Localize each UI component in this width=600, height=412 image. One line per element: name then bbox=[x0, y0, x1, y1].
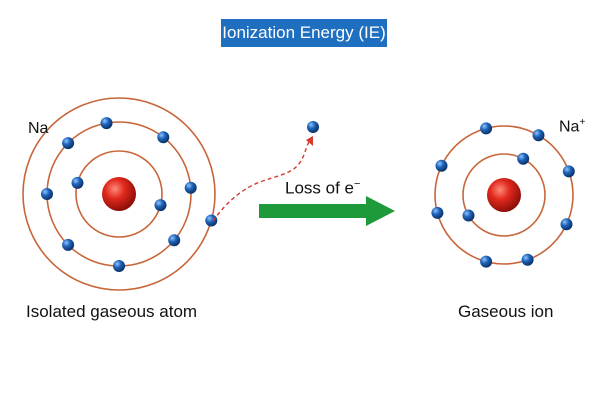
ion-symbol: Na bbox=[559, 118, 580, 136]
ion-electron-middle-1 bbox=[480, 122, 493, 135]
ion-nucleus bbox=[487, 178, 521, 212]
process-label-charge: − bbox=[354, 178, 361, 190]
ejected-electron bbox=[307, 121, 319, 133]
title: Ionization Energy (IE) bbox=[222, 23, 386, 42]
atom-orbit-inner bbox=[75, 150, 163, 238]
process-label: Loss of e− bbox=[285, 178, 360, 199]
atom-caption: Isolated gaseous atom bbox=[26, 302, 198, 321]
atom-electron-inner-2 bbox=[71, 176, 84, 189]
electron-path-arrowhead-icon bbox=[306, 136, 313, 146]
atom-electron-middle-2 bbox=[157, 131, 170, 144]
ion-caption: Gaseous ion bbox=[458, 302, 554, 321]
ion-electron-middle-6 bbox=[480, 255, 493, 268]
ion-electrons bbox=[431, 122, 575, 268]
ion-orbit-inner bbox=[462, 153, 546, 237]
atom-electron-middle-4 bbox=[168, 234, 181, 247]
electron-path bbox=[212, 139, 311, 222]
title-badge: Ionization Energy (IE) bbox=[221, 19, 387, 47]
atom-nucleus bbox=[102, 177, 136, 211]
atom-electron-inner-1 bbox=[154, 199, 167, 212]
ion-symbol-group: Na+ bbox=[559, 117, 585, 136]
ion-orbits bbox=[434, 125, 574, 265]
right-arrow-icon bbox=[259, 196, 395, 226]
ion-electron-middle-2 bbox=[532, 129, 545, 142]
atom-electron-middle-5 bbox=[113, 260, 125, 272]
atom-electrons bbox=[41, 117, 218, 272]
atom-electron-middle-8 bbox=[62, 137, 75, 150]
atom-symbol: Na bbox=[28, 120, 49, 137]
atom-orbit-outer bbox=[22, 97, 216, 291]
atom-electron-outer-1 bbox=[205, 214, 218, 227]
ion-electron-inner-1 bbox=[517, 152, 530, 165]
atom-electron-middle-7 bbox=[41, 188, 53, 200]
ion-electron-middle-3 bbox=[562, 165, 575, 178]
ion-orbit-middle bbox=[434, 125, 574, 265]
atom-electron-middle-6 bbox=[62, 238, 75, 251]
ion-electron-middle-4 bbox=[560, 218, 573, 231]
ion-electron-middle-7 bbox=[431, 206, 444, 219]
ion-charge: + bbox=[579, 117, 586, 128]
atom-electron-middle-3 bbox=[184, 181, 197, 194]
ion-electron-middle-5 bbox=[521, 253, 534, 266]
ion-electron-inner-2 bbox=[462, 209, 475, 222]
ion-electron-middle-8 bbox=[435, 159, 448, 172]
process-label-text: Loss of e bbox=[285, 178, 354, 198]
atom-electron-middle-1 bbox=[100, 117, 113, 130]
